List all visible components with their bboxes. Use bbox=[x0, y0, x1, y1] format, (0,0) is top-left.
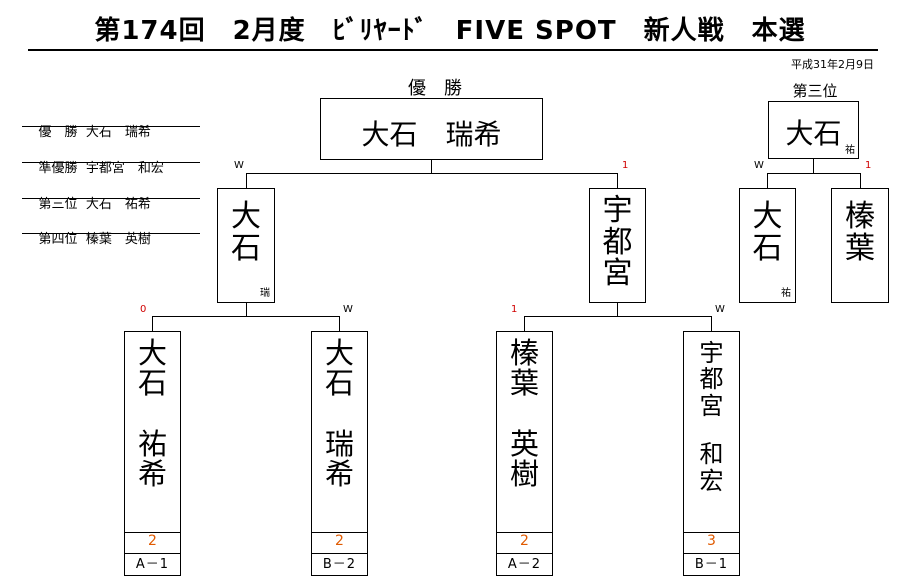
semifinal-left-mark: W bbox=[234, 160, 244, 171]
champion-label: 優 勝 bbox=[408, 78, 462, 99]
event-date: 平成31年2月9日 bbox=[791, 58, 874, 71]
player-score: 2 bbox=[312, 532, 367, 552]
player-char bbox=[125, 399, 180, 429]
third-right-mark: 1 bbox=[865, 160, 872, 171]
player-char: 希 bbox=[324, 457, 354, 492]
player-seed-code: A－2 bbox=[497, 553, 552, 576]
player-char: 石 bbox=[137, 366, 167, 401]
player-char bbox=[684, 419, 739, 441]
summary-row-3rd: 第三位 大石 祐希 bbox=[22, 178, 200, 212]
semifinal-left-box: 大 石 瑞 bbox=[217, 188, 275, 303]
third-connector-stem bbox=[813, 159, 814, 174]
summary-row-2nd: 準優勝 宇都宮 和宏 bbox=[22, 142, 200, 176]
player-box-1: 大 石 祐 希 2 A－1 bbox=[124, 331, 181, 576]
player-char: 榛 bbox=[845, 199, 875, 234]
player-char: 宇 bbox=[699, 339, 724, 367]
summary-player: 大石 瑞希 bbox=[85, 125, 151, 140]
third-connector-bar bbox=[767, 173, 861, 174]
player-char: 都 bbox=[602, 224, 633, 260]
semi-right-stem bbox=[617, 303, 618, 317]
player-char: 宏 bbox=[699, 466, 724, 495]
player-char: 葉 bbox=[845, 230, 875, 266]
player-char: 祐 bbox=[137, 426, 167, 461]
player-score: 2 bbox=[125, 532, 180, 552]
player-char: 石 bbox=[752, 230, 783, 266]
summary-rank: 第四位 bbox=[38, 232, 78, 247]
player-box-3: 榛 葉 英 樹 2 A－2 bbox=[496, 331, 553, 576]
third-connector-right bbox=[860, 173, 861, 188]
summary-player: 大石 祐希 bbox=[85, 197, 151, 212]
third-place-label: 第三位 bbox=[792, 82, 838, 100]
title-underline bbox=[28, 49, 878, 51]
player-char: 樹 bbox=[509, 457, 539, 492]
player-char: 宇 bbox=[602, 193, 633, 228]
semifinal-right-box: 宇 都 宮 bbox=[589, 188, 646, 303]
final-connector-stem bbox=[431, 160, 432, 173]
player-char: 大 bbox=[752, 199, 783, 234]
summary-row-1st: 優 勝 大石 瑞希 bbox=[22, 106, 200, 140]
player-char: 大 bbox=[231, 199, 261, 234]
final-connector-bar bbox=[246, 173, 618, 174]
player-2-mark: W bbox=[343, 304, 353, 315]
final-connector-right bbox=[617, 173, 618, 188]
player-char: 宮 bbox=[602, 256, 633, 291]
third-match-right-box: 榛 葉 bbox=[831, 188, 889, 303]
player-3-mark: 1 bbox=[511, 304, 518, 315]
semifinal-right-mark: 1 bbox=[622, 160, 629, 171]
player-1-mark: 0 bbox=[140, 304, 147, 315]
player-seed-code: A－1 bbox=[125, 553, 180, 576]
summary-rank: 第三位 bbox=[38, 197, 78, 212]
semi-left-drop-1 bbox=[152, 316, 153, 331]
player-box-4: 宇 都 宮 和 宏 3 B－1 bbox=[683, 331, 740, 576]
player-char: 葉 bbox=[509, 366, 539, 401]
player-char bbox=[497, 399, 552, 429]
summary-rank: 準優勝 bbox=[38, 161, 78, 176]
summary-row-4th: 第四位 榛葉 英樹 bbox=[22, 213, 200, 247]
player-char: 瑞 bbox=[324, 426, 354, 461]
player-char: 宮 bbox=[699, 391, 724, 420]
player-char: 都 bbox=[699, 365, 724, 394]
third-place-box: 大石 祐 bbox=[768, 101, 859, 159]
player-char: 榛 bbox=[509, 336, 539, 370]
player-char bbox=[312, 399, 367, 429]
summary-player: 宇都宮 和宏 bbox=[85, 161, 164, 176]
player-char: 英 bbox=[509, 426, 539, 461]
player-suffix: 瑞 bbox=[260, 288, 270, 299]
player-char: 希 bbox=[137, 457, 167, 492]
champion-box: 大石 瑞希 bbox=[320, 98, 543, 160]
semi-right-drop-2 bbox=[711, 316, 712, 331]
player-seed-code: B－2 bbox=[312, 553, 367, 576]
third-place-name: 大石 bbox=[785, 117, 842, 150]
semi-left-drop-2 bbox=[339, 316, 340, 331]
semi-right-drop-1 bbox=[524, 316, 525, 331]
player-suffix: 祐 bbox=[781, 288, 791, 299]
semi-left-stem bbox=[246, 303, 247, 317]
third-connector-left bbox=[767, 173, 768, 188]
semi-right-bar bbox=[524, 316, 712, 317]
player-score: 2 bbox=[497, 532, 552, 552]
semi-left-bar bbox=[152, 316, 340, 317]
player-char: 石 bbox=[324, 366, 354, 401]
third-place-suffix: 祐 bbox=[845, 145, 855, 156]
player-char: 石 bbox=[231, 230, 261, 266]
page-title: 第174回 2月度 ﾋﾞﾘﾔｰﾄﾞ FIVE SPOT 新人戦 本選 bbox=[94, 16, 806, 46]
player-char: 和 bbox=[699, 440, 724, 469]
player-box-2: 大 石 瑞 希 2 B－2 bbox=[311, 331, 368, 576]
summary-player: 榛葉 英樹 bbox=[85, 232, 151, 247]
player-char: 大 bbox=[324, 336, 354, 370]
player-score: 3 bbox=[684, 532, 739, 552]
third-match-left-box: 大 石 祐 bbox=[739, 188, 796, 303]
player-seed-code: B－1 bbox=[684, 553, 739, 576]
champion-name: 大石 瑞希 bbox=[361, 118, 502, 151]
third-left-mark: W bbox=[754, 160, 764, 171]
player-char: 大 bbox=[137, 336, 167, 370]
summary-rank: 優 勝 bbox=[38, 125, 78, 140]
player-4-mark: W bbox=[715, 304, 725, 315]
final-connector-left bbox=[246, 173, 247, 188]
